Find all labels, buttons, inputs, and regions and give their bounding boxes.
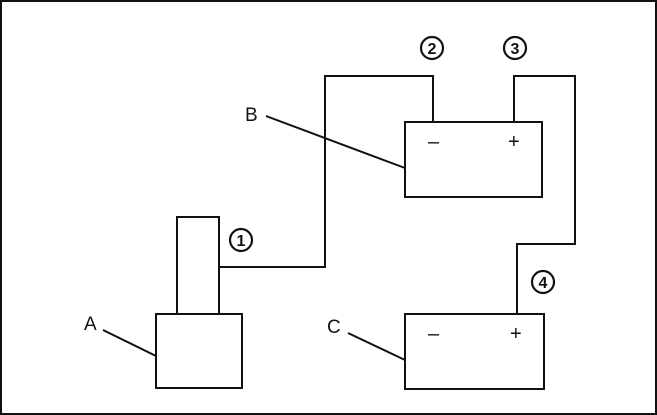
component-c-negative-sign: –	[428, 323, 440, 345]
component-a-leader-line	[102, 329, 157, 357]
component-a: A	[84, 216, 243, 389]
component-b-positive-sign: +	[508, 131, 520, 153]
callout-4-circle	[530, 269, 556, 295]
wire-3-4	[513, 75, 576, 315]
component-b-leader-line	[265, 115, 406, 169]
component-b-body	[404, 121, 543, 198]
callout-1-circle	[228, 227, 254, 253]
callout-2-circle	[419, 35, 445, 61]
callout-4-number: 4	[539, 275, 548, 292]
component-c-label: C	[327, 317, 341, 338]
wire-1-2	[209, 75, 434, 268]
callout-3-circle	[502, 35, 528, 61]
callout-4: 4	[530, 269, 556, 295]
component-c-leader-line	[347, 332, 406, 361]
callout-3-number: 3	[511, 41, 520, 58]
callout-2-number: 2	[428, 41, 437, 58]
callout-2: 2	[419, 35, 445, 61]
component-b-label: B	[245, 105, 258, 126]
component-c-body	[404, 313, 545, 390]
component-b-negative-sign: –	[428, 131, 440, 153]
component-c-positive-sign: +	[510, 323, 522, 345]
callout-3: 3	[502, 35, 528, 61]
component-a-body	[155, 313, 243, 389]
callout-1-number: 1	[237, 233, 246, 250]
component-c: – + C	[327, 313, 545, 390]
callout-1: 1	[228, 227, 254, 253]
component-b: – + B	[245, 105, 543, 198]
component-a-terminal-post	[176, 216, 220, 316]
component-a-label: A	[84, 314, 97, 335]
